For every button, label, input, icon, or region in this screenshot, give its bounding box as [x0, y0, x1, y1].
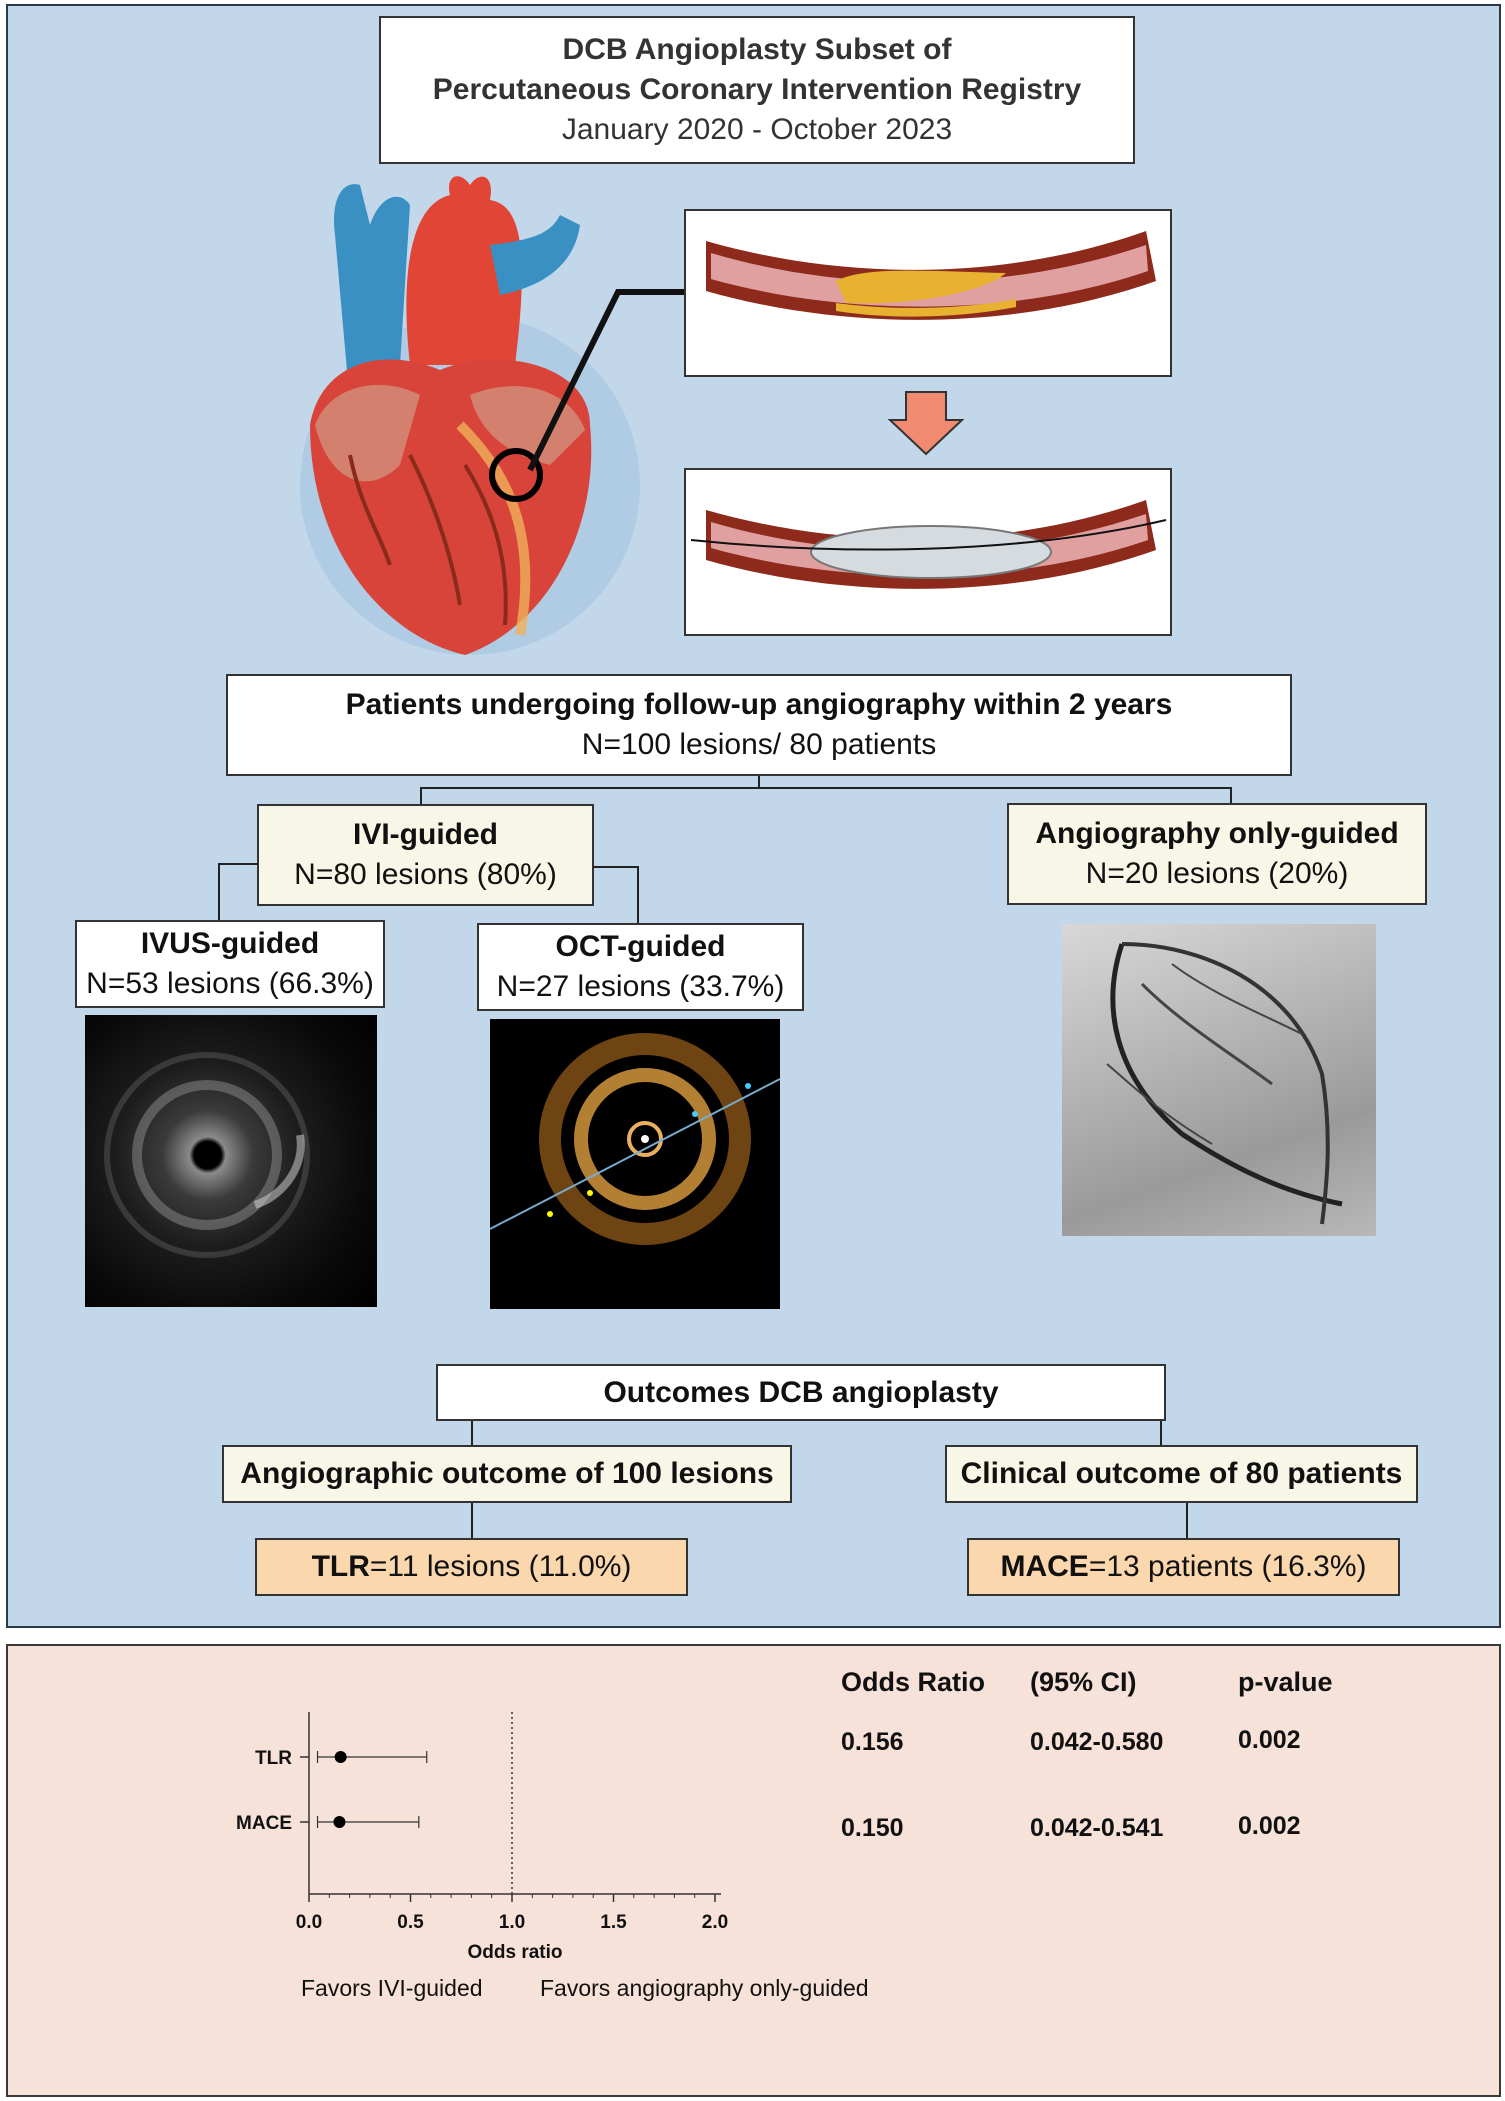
ivus-guided-box: IVUS-guided N=53 lesions (66.3%)	[75, 920, 385, 1008]
connector	[218, 863, 258, 865]
outcomes-box: Outcomes DCB angioplasty	[436, 1364, 1166, 1421]
connector	[420, 787, 1232, 789]
oct-image	[490, 1019, 780, 1309]
ivi-title: IVI-guided	[353, 818, 498, 851]
vessel-balloon-image	[690, 500, 1167, 589]
ivus-speckle	[104, 1052, 310, 1258]
oct-subtitle: N=27 lesions (33.7%)	[496, 970, 785, 1003]
angiography-image	[1062, 924, 1376, 1236]
connector	[1230, 787, 1232, 803]
followup-subtitle: N=100 lesions/ 80 patients	[581, 728, 937, 761]
x-tick-label: 1.5	[600, 1912, 627, 1933]
oct-rings	[490, 1033, 780, 1245]
x-axis-label: Odds ratio	[467, 1942, 562, 1963]
row-label: TLR	[255, 1748, 292, 1769]
header-ci: (95% CI)	[1030, 1667, 1137, 1697]
registry-title-box: DCB Angioplasty Subset of Percutaneous C…	[379, 16, 1135, 164]
clinical-outcome-box: Clinical outcome of 80 patients	[945, 1445, 1418, 1503]
connector	[471, 1421, 473, 1445]
tlr-p: 0.002	[1238, 1726, 1301, 1754]
oct-title: OCT-guided	[555, 930, 726, 963]
header-p-value: p-value	[1238, 1667, 1333, 1697]
vessel-plaque-box	[684, 209, 1172, 377]
header-odds-ratio: Odds Ratio	[841, 1667, 986, 1697]
bottom-panel	[6, 1644, 1501, 2097]
angio-only-title: Angiography only-guided	[1035, 817, 1399, 850]
x-tick-label: 1.0	[499, 1912, 525, 1933]
angiography-only-box: Angiography only-guided N=20 lesions (20…	[1007, 803, 1427, 905]
angiographic-outcome-label: Angiographic outcome of 100 lesions	[240, 1457, 774, 1490]
oct-guided-box: OCT-guided N=27 lesions (33.7%)	[477, 923, 804, 1011]
ivus-title: IVUS-guided	[140, 927, 320, 960]
connector	[637, 866, 639, 924]
connector	[420, 787, 422, 804]
connector	[1186, 1503, 1188, 1539]
angiographic-outcome-box: Angiographic outcome of 100 lesions	[222, 1445, 792, 1503]
ivi-guided-box: IVI-guided N=80 lesions (80%)	[257, 804, 594, 906]
heart-illustration	[300, 176, 640, 655]
title-line-1: DCB Angioplasty Subset of	[562, 33, 952, 66]
favors-left: Favors IVI-guided	[301, 1975, 483, 2001]
forest-plot: 0.0 0.5 1.0 1.5 2.0 TLR MACE Odds ratio	[236, 1712, 728, 1963]
followup-title: Patients undergoing follow-up angiograph…	[345, 688, 1173, 721]
mace-ci: 0.042-0.541	[1030, 1814, 1164, 1842]
x-tick-label: 0.5	[397, 1912, 424, 1933]
favors-right: Favors angiography only-guided	[540, 1975, 869, 2001]
angiography-vessels	[1106, 942, 1343, 1225]
x-tick-label: 0.0	[296, 1912, 322, 1933]
zoom-connector	[527, 289, 686, 472]
down-arrow-icon	[888, 391, 964, 456]
vessel-balloon-box	[684, 468, 1172, 636]
odds-ratio-point	[334, 1751, 347, 1763]
connector	[471, 1503, 473, 1539]
odds-ratio-point	[333, 1816, 346, 1828]
title-line-2: Percutaneous Coronary Intervention Regis…	[432, 73, 1082, 106]
followup-box: Patients undergoing follow-up angiograph…	[226, 674, 1292, 776]
mace-box: MACE=13 patients (16.3%)	[967, 1538, 1400, 1596]
mace-value: =13 patients (16.3%)	[1088, 1550, 1367, 1583]
tlr-or: 0.156	[841, 1728, 904, 1756]
ivus-image	[85, 1015, 377, 1307]
tlr-label: TLR	[311, 1550, 370, 1583]
angio-only-subtitle: N=20 lesions (20%)	[1085, 857, 1349, 890]
tlr-value: =11 lesions (11.0%)	[369, 1550, 632, 1583]
tlr-ci: 0.042-0.580	[1030, 1728, 1164, 1756]
connector	[758, 776, 760, 788]
outcomes-title: Outcomes DCB angioplasty	[603, 1375, 999, 1409]
ivi-subtitle: N=80 lesions (80%)	[294, 858, 557, 891]
title-line-3: January 2020 - October 2023	[561, 113, 953, 146]
connector	[1160, 1421, 1162, 1445]
connector	[218, 863, 220, 921]
mace-label: MACE	[1000, 1550, 1089, 1583]
clinical-outcome-label: Clinical outcome of 80 patients	[960, 1457, 1403, 1490]
ivus-subtitle: N=53 lesions (66.3%)	[86, 967, 374, 1000]
row-label: MACE	[236, 1813, 292, 1834]
vessel-plaque-image	[706, 231, 1156, 320]
tlr-box: TLR=11 lesions (11.0%)	[255, 1538, 688, 1596]
mace-p: 0.002	[1238, 1812, 1301, 1840]
x-tick-label: 2.0	[702, 1912, 728, 1933]
connector	[593, 866, 638, 868]
mace-or: 0.150	[841, 1814, 904, 1842]
